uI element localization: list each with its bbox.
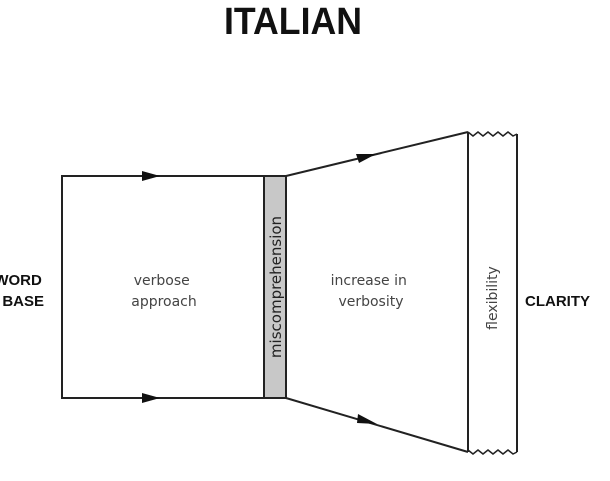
barrier-label: miscomprehension [267, 216, 285, 358]
stage2-label: increase in verbosity [331, 273, 412, 310]
arrow-icon [356, 154, 376, 163]
input-label: WORD BASE [0, 272, 46, 310]
arrow-icon [357, 414, 377, 424]
arrow-icon [142, 393, 160, 403]
verbose-approach-box [61, 171, 264, 403]
flexibility-band [467, 131, 518, 455]
miscomprehension-barrier [263, 175, 287, 399]
diagram-title: ITALIAN [224, 1, 362, 43]
arrow-icon [142, 171, 160, 181]
stage1-label: verbose approach [131, 273, 197, 310]
band-label: flexibility [485, 266, 501, 330]
verbosity-funnel [285, 131, 469, 453]
output-label: CLARITY [525, 293, 590, 310]
